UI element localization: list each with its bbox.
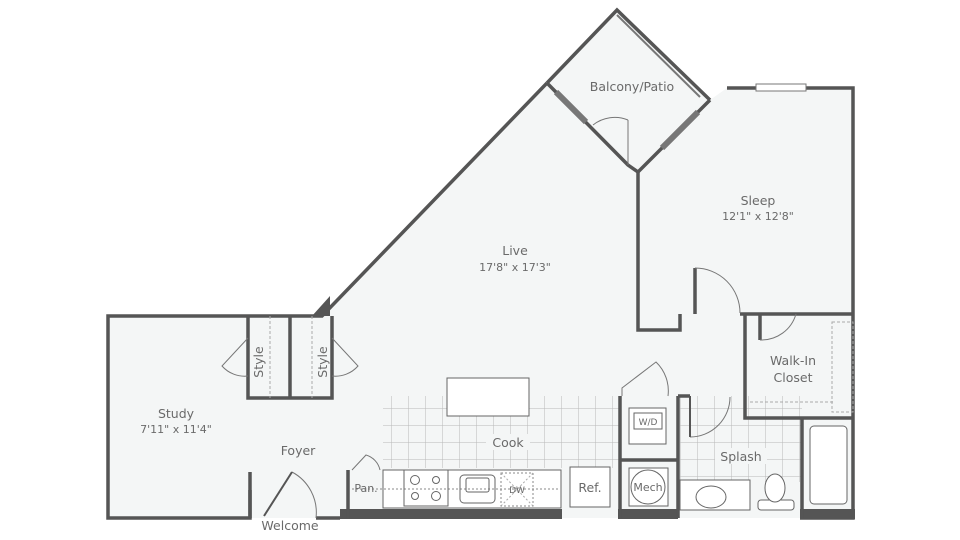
apartment-floor: [108, 10, 853, 518]
fixture-label-mech: Mech: [633, 481, 662, 494]
room-label-style-1: Style: [251, 346, 266, 378]
room-size-study: 7'11" x 11'4": [140, 423, 212, 436]
bath-sink-icon: [695, 485, 727, 509]
room-size-live: 17'8" x 17'3": [479, 261, 551, 274]
doors: [221, 116, 797, 519]
refrigerator: [569, 466, 611, 508]
mech-unit: [628, 467, 669, 507]
room-label-sleep: Sleep: [741, 193, 776, 208]
dishwasher: [500, 472, 534, 507]
bath-tile: [680, 396, 802, 482]
room-label-style-2: Style: [315, 346, 330, 378]
bathtub: [809, 425, 848, 505]
kitchen-island: [446, 377, 530, 417]
fixture-label-pantry: Pan.: [354, 482, 377, 495]
windows: [553, 14, 807, 151]
room-label-closet-2: Closet: [774, 370, 813, 385]
room-label-foyer: Foyer: [281, 443, 316, 458]
stove-icon: [403, 469, 449, 507]
vanity: [679, 479, 751, 511]
mech-circle: [630, 469, 666, 505]
room-label-balcony: Balcony/Patio: [590, 79, 674, 94]
toilet-icon: [757, 473, 795, 511]
fixture-label-wd: W/D: [639, 418, 658, 428]
room-label-live: Live: [502, 243, 528, 258]
washer-dryer: [628, 407, 667, 445]
fixture-label-fridge: Ref.: [578, 480, 601, 495]
sink-icon: [459, 474, 496, 504]
room-label-splash: Splash: [720, 449, 761, 464]
room-label-cook: Cook: [492, 435, 524, 450]
room-size-sleep: 12'1" x 12'8": [722, 210, 794, 223]
entry-label: Welcome: [261, 518, 318, 533]
room-label-closet-1: Walk-In: [770, 353, 816, 368]
fixture-label-dishwasher: DW: [509, 486, 525, 496]
room-label-study: Study: [158, 406, 195, 421]
walls: [106, 7, 855, 520]
